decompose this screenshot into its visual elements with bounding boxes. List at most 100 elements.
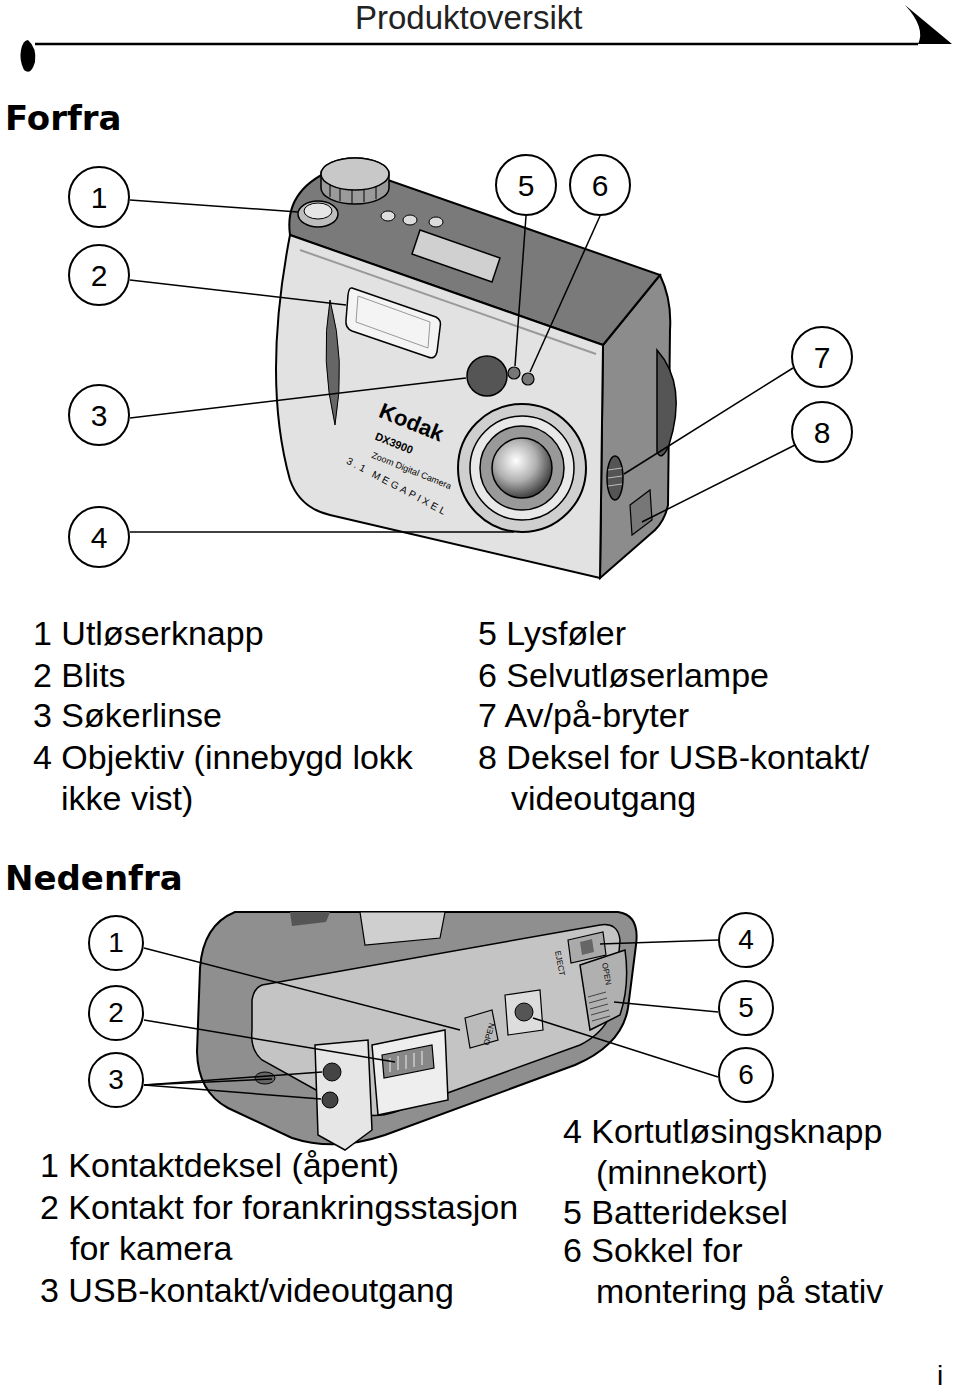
callout-number: 4 bbox=[738, 925, 754, 956]
leader-line bbox=[515, 216, 526, 366]
callout-number: 5 bbox=[518, 169, 535, 202]
callout-number: 2 bbox=[108, 998, 124, 1029]
camera-front bbox=[657, 350, 676, 456]
legend-item: 6 Sokkel for montering på stativ bbox=[563, 1230, 893, 1312]
callout-number: 3 bbox=[108, 1065, 124, 1096]
leader-line bbox=[130, 200, 795, 532]
callout-circle: 5 bbox=[495, 154, 557, 216]
leader-line bbox=[530, 216, 600, 372]
camera-front bbox=[304, 203, 332, 219]
callout-number: 4 bbox=[91, 521, 108, 554]
callout-circle: 8 bbox=[791, 401, 853, 463]
camera-front bbox=[412, 230, 500, 282]
camera-bottom bbox=[515, 1003, 533, 1021]
camera-bottom bbox=[580, 939, 594, 955]
callout-circle: 2 bbox=[68, 244, 130, 306]
callout-number: 8 bbox=[814, 416, 831, 449]
legend-item: 7 Av/på-bryter bbox=[478, 695, 689, 736]
leader-line bbox=[533, 1018, 718, 1077]
callout-number: 5 bbox=[738, 993, 754, 1024]
camera-front bbox=[492, 438, 552, 498]
callout-circle: 4 bbox=[68, 506, 130, 568]
camera-bottom bbox=[580, 950, 627, 1030]
header-rule bbox=[20, 40, 35, 72]
callout-circle: 2 bbox=[88, 985, 144, 1041]
leader-line bbox=[130, 280, 346, 305]
callout-circle: 4 bbox=[718, 912, 774, 968]
callout-circle: 3 bbox=[68, 384, 130, 446]
callout-number: 3 bbox=[91, 399, 108, 432]
callout-circle: 3 bbox=[88, 1052, 144, 1108]
legend-item: 8 Deksel for USB-kontakt/ videoutgang bbox=[478, 737, 908, 819]
camera-bottom bbox=[465, 1010, 498, 1048]
camera-front bbox=[381, 211, 395, 221]
camera-front bbox=[458, 404, 586, 532]
camera-front bbox=[321, 158, 389, 204]
callout-number: 7 bbox=[814, 341, 831, 374]
camera-bottom bbox=[372, 1030, 448, 1115]
camera-front bbox=[276, 235, 603, 578]
legend-item: 2 Kontakt for forankringsstasjon for kam… bbox=[40, 1187, 538, 1269]
camera-front bbox=[321, 158, 389, 190]
page-header: Produktoversikt bbox=[355, 0, 582, 36]
legend-item: 4 Objektiv (innebygd lokk ikke vist) bbox=[33, 737, 443, 819]
camera-front bbox=[470, 416, 574, 520]
callout-number: 1 bbox=[91, 181, 108, 214]
camera-front bbox=[630, 490, 652, 535]
callout-number: 6 bbox=[738, 1060, 754, 1091]
camera-front bbox=[346, 288, 441, 358]
leader-line bbox=[144, 1085, 321, 1099]
legend-item: 2 Blits bbox=[33, 655, 126, 696]
header-rule bbox=[35, 43, 918, 46]
camera-front bbox=[356, 296, 430, 348]
camera-front bbox=[522, 373, 534, 385]
legend-item: 4 Kortutløsingsknapp (minnekort) bbox=[563, 1111, 933, 1193]
page-number: i bbox=[937, 1360, 943, 1392]
legend-item: 1 Utløserknapp bbox=[33, 613, 264, 654]
camera-front bbox=[326, 300, 339, 425]
camera-bottom bbox=[290, 912, 330, 926]
legend-item: 5 Lysføler bbox=[478, 613, 626, 654]
camera-front bbox=[276, 158, 676, 578]
leader-line bbox=[144, 1072, 322, 1085]
callout-number: 1 bbox=[108, 928, 124, 959]
callout-circle: 1 bbox=[88, 915, 144, 971]
leader-line bbox=[600, 940, 718, 944]
callout-circle: 6 bbox=[569, 154, 631, 216]
camera-bottom bbox=[505, 990, 543, 1035]
callout-circle: 6 bbox=[718, 1047, 774, 1103]
legend-item: 1 Kontaktdeksel (åpent) bbox=[40, 1145, 399, 1186]
leader-line bbox=[144, 948, 460, 1030]
callout-number: 2 bbox=[91, 259, 108, 292]
callout-circle: 1 bbox=[68, 166, 130, 228]
callout-circle: 7 bbox=[791, 326, 853, 388]
callout-circle: 5 bbox=[718, 980, 774, 1036]
camera-front bbox=[480, 426, 564, 510]
camera-bottom bbox=[197, 912, 637, 1144]
leader-line bbox=[130, 200, 298, 212]
camera-front bbox=[429, 217, 443, 227]
camera-front bbox=[403, 215, 417, 225]
leader-line bbox=[144, 1079, 272, 1085]
camera-front bbox=[298, 201, 338, 227]
camera-front bbox=[330, 184, 376, 203]
camera-bottom bbox=[252, 925, 620, 1116]
leader-line bbox=[642, 445, 795, 522]
legend-item: 3 Søkerlinse bbox=[33, 695, 222, 736]
camera-bottom bbox=[360, 912, 445, 945]
leader-line bbox=[144, 940, 718, 1099]
camera-bottom bbox=[255, 1072, 275, 1084]
camera-bottom bbox=[588, 992, 610, 1021]
legend-item: 3 USB-kontakt/videoutgang bbox=[40, 1270, 454, 1311]
header-rule bbox=[905, 5, 952, 44]
camera-bottom bbox=[323, 1063, 341, 1081]
section-heading: Nedenfra bbox=[5, 857, 183, 899]
leader-line bbox=[144, 1020, 395, 1062]
camera-front bbox=[607, 456, 623, 500]
legend-item: 6 Selvutløserlampe bbox=[478, 655, 769, 696]
section-heading: Forfra bbox=[5, 97, 121, 139]
camera-front bbox=[467, 356, 507, 396]
camera-bottom bbox=[322, 1092, 338, 1108]
legend-item: 5 Batterideksel bbox=[563, 1192, 788, 1233]
